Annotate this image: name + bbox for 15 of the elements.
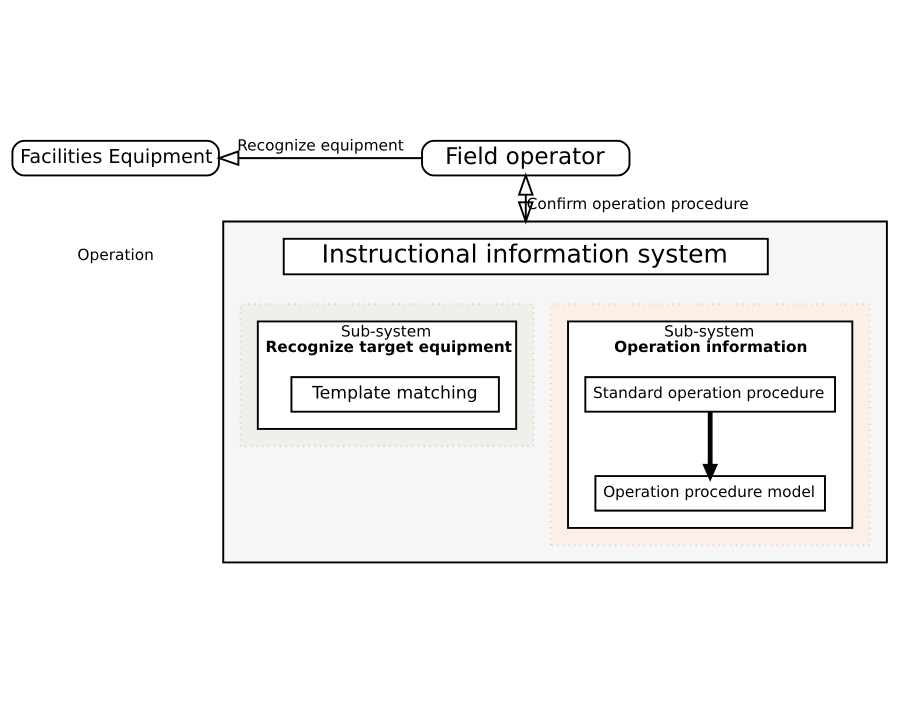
node-box: Instructional information system [282,238,769,276]
edge-label: Confirm operation procedure [526,194,749,213]
arrow [518,172,534,224]
node-box: Template matching [290,376,500,413]
label: Operation [77,246,154,264]
node-box: Operation procedure model [594,475,826,512]
arrow [702,412,718,482]
node-box: Standard operation procedure [584,376,836,413]
cluster [240,303,534,448]
node-box: Field operator [421,140,630,176]
arrow [216,150,422,166]
cluster [550,303,871,546]
node-box: Facilities Equipment [11,140,220,176]
cluster [222,220,888,564]
edge-label: Recognize equipment [237,136,404,154]
